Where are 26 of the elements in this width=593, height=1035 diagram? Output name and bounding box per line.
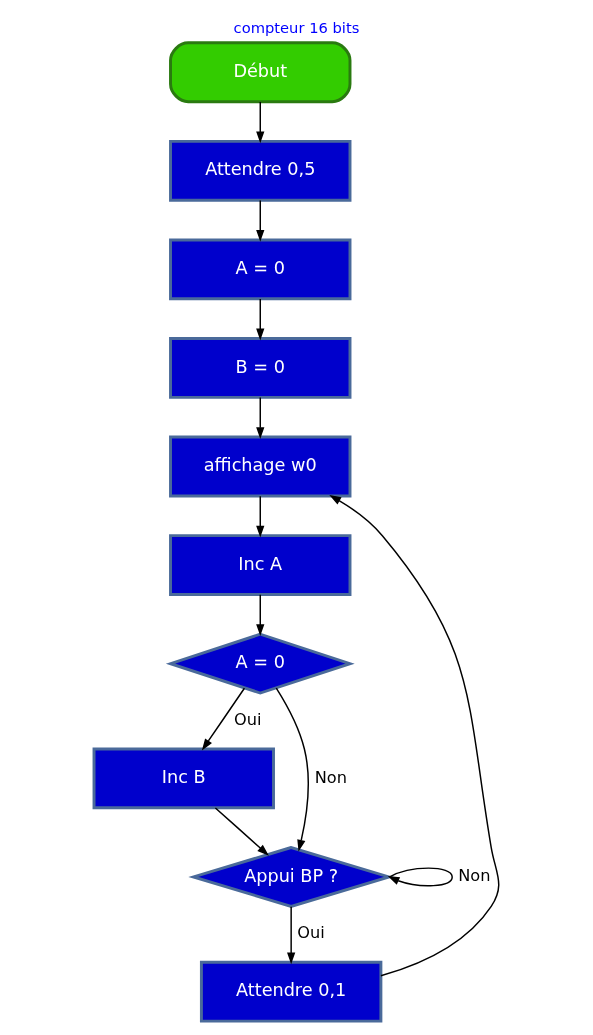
node-box: A = 0 (169, 238, 352, 300)
node-diamond: A = 0 (165, 632, 355, 695)
diagram-title: compteur 16 bits (233, 18, 360, 36)
node-box: B = 0 (169, 336, 352, 399)
node-box: Inc A (169, 533, 352, 596)
arrow (287, 905, 296, 964)
edge-label: Oui (297, 922, 325, 942)
edge-label: Oui (234, 709, 262, 729)
arrow (256, 494, 265, 538)
arrow (387, 866, 453, 886)
arrow (275, 686, 309, 852)
arrow (256, 199, 265, 242)
arrow (256, 297, 265, 340)
node-box: Inc B (92, 747, 275, 809)
node-box: Attendre 0,1 (199, 960, 383, 1023)
node-box: Attendre 0,5 (169, 139, 352, 202)
edge-label: Non (314, 767, 347, 786)
arrow (256, 593, 265, 636)
arrow (214, 806, 269, 856)
node-box: affichage w0 (169, 435, 352, 497)
arrow (256, 100, 265, 143)
node-box: Début (169, 40, 352, 103)
arrow (256, 396, 265, 439)
arrow (201, 687, 246, 750)
arrow (329, 494, 500, 977)
edge-label: Non (458, 865, 491, 885)
